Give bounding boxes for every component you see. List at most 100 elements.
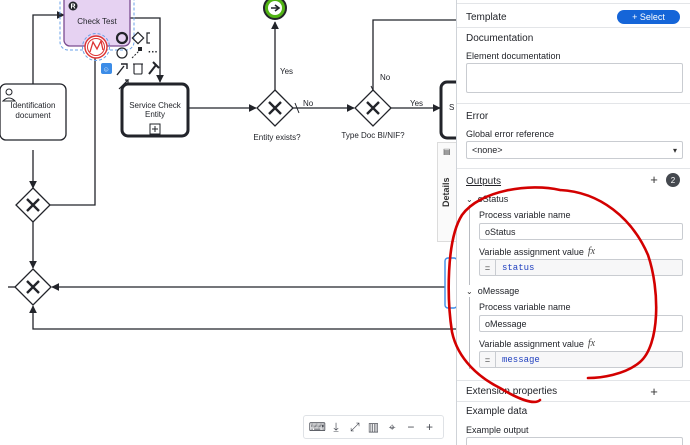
user-task-icon	[1, 88, 17, 102]
fullscreen-icon[interactable]: ⤢	[349, 419, 360, 434]
process-variable-name-value: oStatus	[485, 226, 516, 237]
error-section-title: Error	[466, 111, 489, 122]
variable-assignment-label-row: Variable assignment value fx	[479, 246, 595, 257]
sequence-flows[interactable]	[8, 11, 456, 330]
gateway-left-middle[interactable]	[15, 187, 51, 223]
global-error-reference-value: <none>	[472, 145, 503, 155]
process-variable-name-input[interactable]: oStatus	[479, 223, 683, 240]
identification-label-line-1: Identification	[11, 101, 56, 110]
script-task-icon: R	[68, 1, 78, 11]
gateway-pad-icon[interactable]	[131, 31, 145, 45]
canvas-toolbar: ⌨ ⤓ ⤢ ▥ ⌖ − +	[303, 415, 444, 439]
output-item-name: oMessage	[477, 286, 520, 296]
svg-text:R: R	[71, 4, 76, 11]
extension-properties-section-title[interactable]: Extension properties	[466, 386, 558, 397]
comment-pad-icon[interactable]	[101, 63, 112, 74]
variable-assignment-input[interactable]: = status	[479, 259, 683, 276]
end-event-pad-icon[interactable]	[115, 31, 129, 45]
nesting-line	[469, 205, 470, 285]
service-check-label-line-2: Entity	[145, 110, 165, 119]
trash-pad-icon[interactable]	[133, 63, 143, 75]
gateway-left-bottom[interactable]	[14, 268, 52, 306]
x-icon	[26, 198, 40, 212]
plus-icon: +	[650, 171, 658, 187]
identification-document-task[interactable]	[0, 83, 67, 141]
divider	[457, 3, 690, 4]
details-tab[interactable]: ▤ Details	[437, 142, 456, 242]
divider	[457, 168, 690, 169]
details-tab-label: Details	[441, 177, 451, 207]
example-data-section-title: Example data	[466, 406, 528, 417]
outputs-count: 2	[670, 175, 676, 185]
association-pad-icon[interactable]	[131, 49, 141, 59]
yes-label-up: Yes	[280, 67, 293, 76]
diagram-svg[interactable]: R Check Test ··· ☺ Identification docume…	[0, 0, 456, 445]
intermediate-event-pad-icon[interactable]	[116, 47, 128, 59]
process-variable-name-label: Process variable name	[479, 302, 571, 312]
global-error-reference-select[interactable]: <none> ▾	[466, 141, 683, 159]
feel-equals-icon: =	[480, 260, 496, 275]
annotation-pad-icon[interactable]	[146, 32, 150, 44]
wrench-pad-icon[interactable]	[116, 63, 128, 76]
output-item-name: oStatus	[477, 194, 509, 204]
identification-label-line-2: document	[15, 111, 51, 120]
divider	[457, 380, 690, 381]
variable-assignment-label: Variable assignment value	[479, 246, 584, 257]
default-flow-mark	[294, 102, 300, 114]
context-pad[interactable]: ··· ☺	[101, 31, 160, 90]
gateway-entity-exists[interactable]	[256, 89, 294, 127]
element-documentation-textarea[interactable]	[466, 63, 683, 93]
example-output-input[interactable]	[466, 437, 683, 445]
gateway-type-doc[interactable]	[354, 89, 392, 127]
element-documentation-label: Element documentation	[466, 51, 561, 61]
chevron-down-icon: ⌄	[466, 286, 473, 296]
fx-icon: fx	[587, 246, 596, 257]
x-icon	[268, 101, 282, 115]
error-boundary-event[interactable]	[82, 33, 110, 61]
variable-assignment-label: Variable assignment value	[479, 338, 584, 349]
check-test-label: Check Test	[77, 17, 117, 26]
divider	[457, 27, 690, 28]
outputs-section-title[interactable]: Outputs	[466, 176, 502, 187]
feel-equals-icon: =	[480, 352, 496, 367]
next-task-partial[interactable]	[439, 80, 456, 140]
chevron-down-icon: ▾	[672, 145, 677, 155]
end-event-green[interactable]	[263, 0, 287, 20]
variable-assignment-value: status	[502, 262, 535, 273]
no-label-2: No	[380, 73, 391, 82]
next-task-letter: S	[449, 103, 454, 112]
nesting-line	[469, 297, 470, 369]
type-doc-label: Type Doc BI/NIF?	[341, 131, 405, 140]
zoom-out-icon[interactable]: −	[407, 420, 415, 434]
zoom-in-icon[interactable]: +	[426, 420, 434, 434]
export-icon[interactable]: ⤓	[333, 419, 339, 434]
process-variable-name-input[interactable]: oMessage	[479, 315, 683, 332]
divider	[457, 103, 690, 104]
outputs-add-button[interactable]: +	[647, 171, 661, 187]
selected-element-partial[interactable]	[444, 257, 456, 309]
output-item-ostatus[interactable]: ⌄ oStatus	[466, 194, 508, 204]
minimap-icon[interactable]: ▥	[367, 420, 380, 434]
template-select-label: + Select	[632, 12, 665, 22]
entity-exists-label: Entity exists?	[253, 133, 301, 142]
keyboard-icon[interactable]: ⌨	[308, 420, 326, 434]
collapse-icon[interactable]: ▤	[443, 147, 451, 156]
documentation-section-title: Documentation	[466, 33, 534, 44]
example-output-label: Example output	[466, 425, 529, 435]
recenter-icon[interactable]: ⌖	[388, 419, 396, 434]
variable-assignment-input[interactable]: = message	[479, 351, 683, 368]
service-check-label-line-1: Service Check	[129, 101, 182, 110]
color-pad-icon[interactable]	[148, 61, 160, 75]
template-section-title: Template	[466, 12, 507, 23]
template-select-button[interactable]: + Select	[617, 10, 680, 24]
arrow-right-icon	[271, 4, 281, 12]
extension-properties-add-button[interactable]: +	[647, 384, 661, 399]
variable-assignment-value: message	[502, 354, 540, 365]
output-item-omessage[interactable]: ⌄ oMessage	[466, 286, 519, 296]
no-label-1: No	[303, 99, 314, 108]
service-check-entity-task[interactable]	[120, 82, 190, 138]
process-variable-name-label: Process variable name	[479, 210, 571, 220]
more-pad-icon[interactable]: ···	[148, 47, 158, 58]
outputs-count-badge: 2	[666, 173, 680, 187]
